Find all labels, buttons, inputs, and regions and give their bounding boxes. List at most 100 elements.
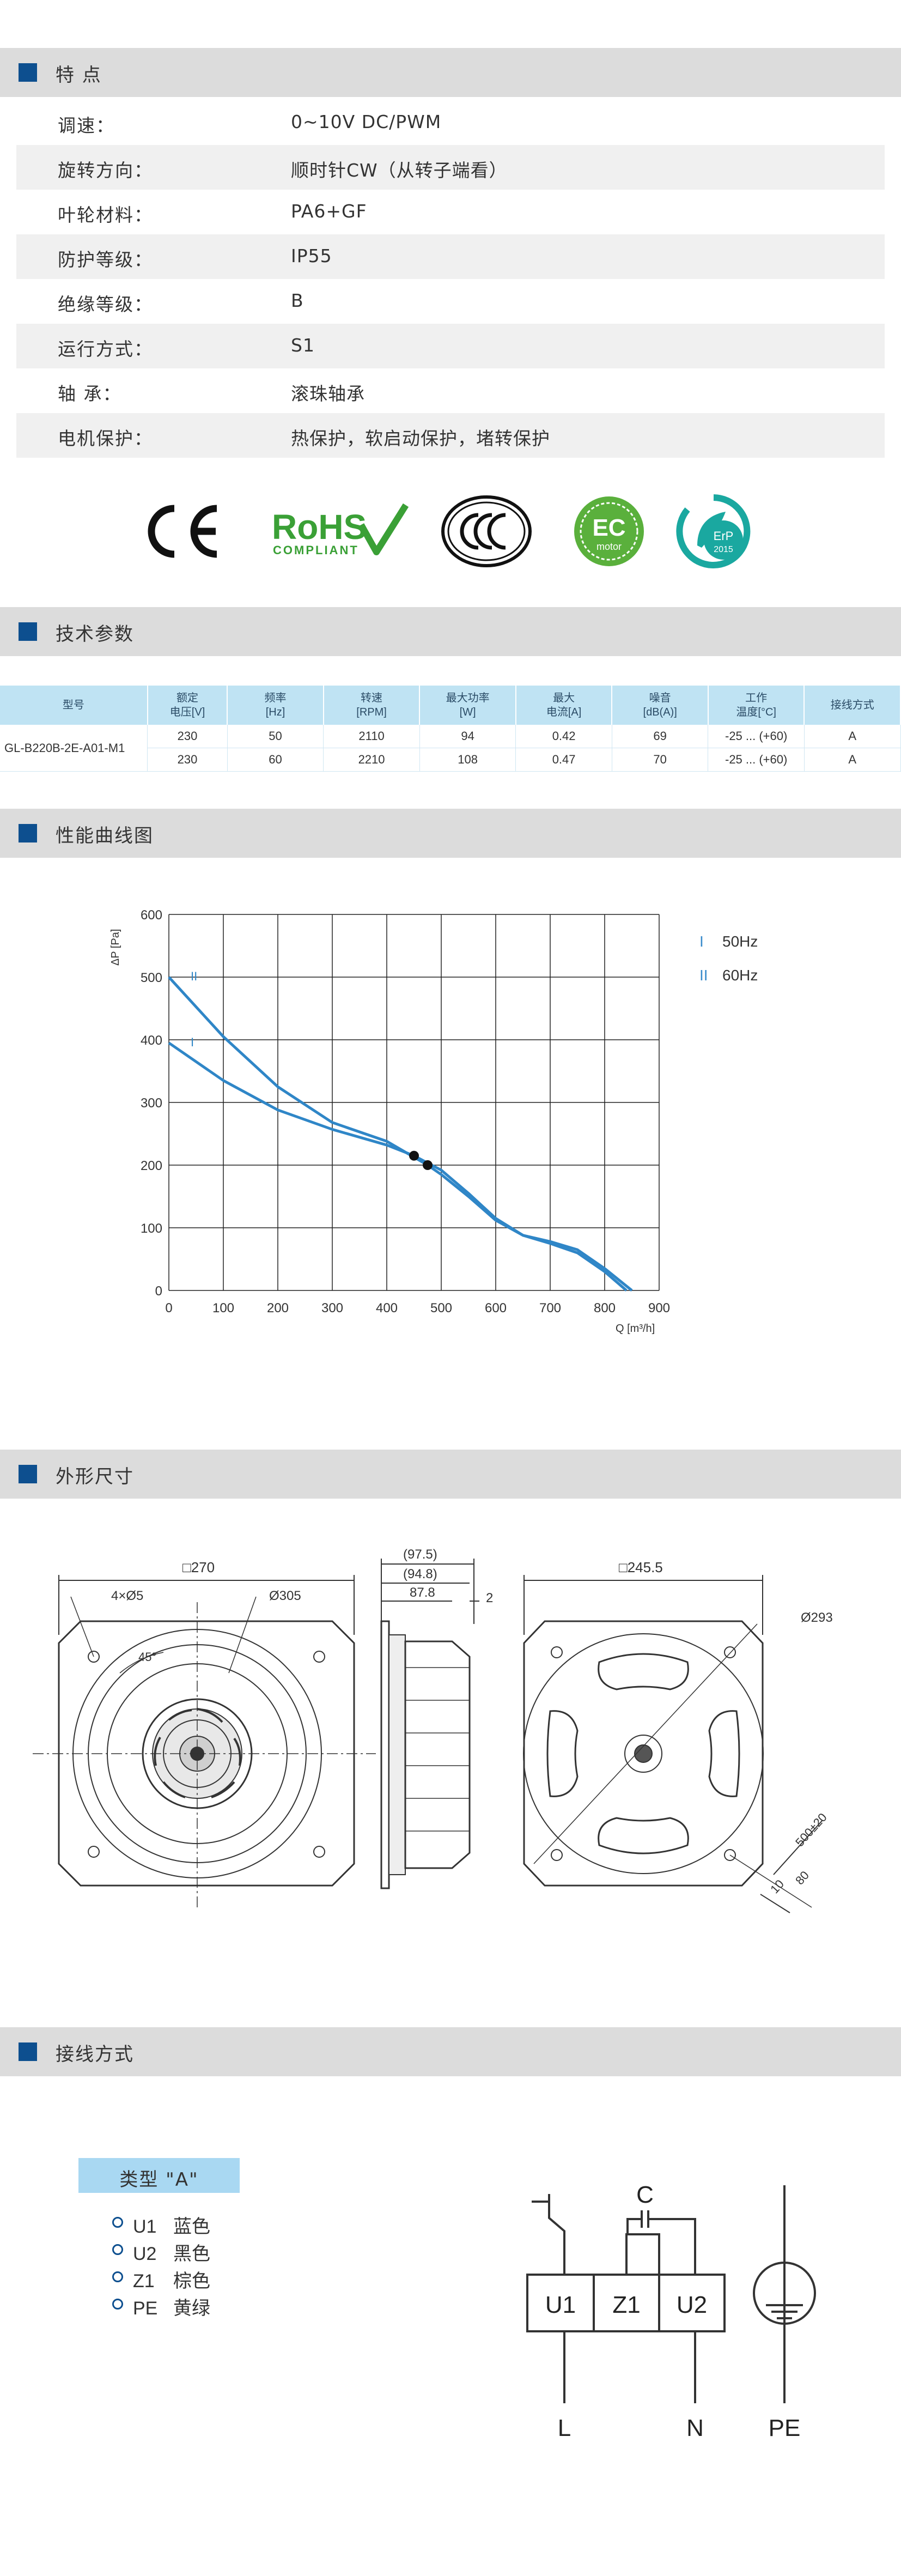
spec-header-unit: 电压[V] xyxy=(169,706,205,718)
ec-motor-logo: EC motor xyxy=(574,496,644,566)
bullet-icon xyxy=(112,2244,123,2255)
series-mark: II xyxy=(191,969,197,983)
feature-row: 电机保护： 热保护，软启动保护，堵转保护 xyxy=(16,413,885,458)
svg-text:□245.5: □245.5 xyxy=(619,1559,663,1575)
feature-label: 叶轮材料： xyxy=(58,204,153,226)
features-header: 特 点 xyxy=(0,48,901,97)
curve-title: 性能曲线图 xyxy=(56,825,154,847)
wire-color: 棕色 xyxy=(173,2271,210,2292)
feature-value: 顺时针CW（从转子端看） xyxy=(291,160,508,181)
feature-row: 绝缘等级：B xyxy=(16,279,885,324)
spec-column-header: 接线方式 xyxy=(804,686,901,725)
spec-cell: A xyxy=(804,748,901,772)
series-line-50Hz xyxy=(168,1041,628,1292)
svg-text:N: N xyxy=(686,2415,704,2441)
spec-header-line: 噪音 xyxy=(649,692,671,704)
spec-model: GL-B220B-2E-A01-M1 xyxy=(0,725,148,772)
series-line-60Hz xyxy=(168,976,633,1292)
spec-cell: 0.47 xyxy=(515,748,612,772)
x-tick-label: 0 xyxy=(165,1301,172,1316)
svg-text:L: L xyxy=(558,2415,571,2441)
operating-point xyxy=(409,1150,419,1161)
spec-header-unit: [Hz] xyxy=(265,706,285,718)
bullet-icon xyxy=(112,2299,123,2310)
wire-color: 黑色 xyxy=(173,2244,210,2264)
x-axis-label: Q [m³/h] xyxy=(616,1323,655,1335)
specs-title: 技术参数 xyxy=(56,623,134,645)
spec-column-header: 最大电流[A] xyxy=(515,686,613,725)
feature-row: 轴 承：滚珠轴承 xyxy=(16,368,885,413)
y-tick-label: 400 xyxy=(141,1033,162,1048)
spec-cell: -25 ... (+60) xyxy=(708,725,805,748)
front-view xyxy=(33,1575,376,1907)
operating-point xyxy=(423,1160,433,1170)
feature-value: S1 xyxy=(291,335,315,356)
legend-mark: II xyxy=(699,967,708,984)
svg-text:2: 2 xyxy=(486,1591,493,1605)
feature-row: 叶轮材料：PA6+GF xyxy=(16,190,885,234)
svg-text:80: 80 xyxy=(793,1868,812,1887)
feature-row: 旋转方向： 顺时针CW（从转子端看） xyxy=(16,145,885,190)
spec-header-unit: [dB(A)] xyxy=(643,706,677,718)
rohs-logo: RoHS COMPLIANT xyxy=(272,503,409,557)
dimensions-header: 外形尺寸 xyxy=(0,1450,901,1499)
feature-value: 热保护，软启动保护，堵转保护 xyxy=(291,428,550,449)
legend-mark: I xyxy=(699,933,704,950)
spec-column-header: 型号 xyxy=(0,686,148,725)
feature-label: 防护等级： xyxy=(58,249,153,270)
feature-label: 旋转方向： xyxy=(58,160,153,181)
svg-text:2015: 2015 xyxy=(714,545,733,554)
spec-cell: 230 xyxy=(147,748,228,772)
ce-logo xyxy=(148,505,217,558)
spec-header-line: 最大 xyxy=(553,692,575,704)
wiring-type-box: 类型 "A" xyxy=(78,2158,240,2193)
spec-header-line: 接线方式 xyxy=(830,699,874,711)
spec-column-header: 最大功率 [W] xyxy=(419,686,516,725)
svg-text:45°: 45° xyxy=(138,1650,156,1664)
y-axis-label: ΔP [Pa] xyxy=(109,929,121,966)
svg-text:□270: □270 xyxy=(182,1559,215,1575)
feature-row: 防护等级：IP55 xyxy=(16,234,885,279)
spec-cell: 108 xyxy=(419,748,516,772)
spec-cell: 70 xyxy=(612,748,709,772)
section-marker xyxy=(19,1465,37,1483)
spec-column-header: 噪音 [dB(A)] xyxy=(612,686,709,725)
spec-cell: 2210 xyxy=(323,748,420,772)
spec-header-unit: 温度[°C] xyxy=(736,706,776,718)
spec-header-unit: [W] xyxy=(459,706,476,718)
section-marker xyxy=(19,824,37,842)
wiring-title: 接线方式 xyxy=(56,2044,134,2065)
spec-column-header: 额定电压[V] xyxy=(147,686,228,725)
dimension-drawing: □270 4×Ø5 45° Ø305 (97.5) (94.8) 87.8 2 xyxy=(33,1547,833,1913)
side-view xyxy=(380,1559,479,1889)
spec-header-line: 最大功率 xyxy=(446,692,490,704)
spec-cell: 0.42 xyxy=(515,725,612,748)
feature-label: 轴 承： xyxy=(58,383,122,404)
spec-header-line: 额定 xyxy=(176,692,199,704)
specs-header: 技术参数 xyxy=(0,607,901,656)
svg-text:C: C xyxy=(636,2181,654,2208)
y-tick-label: 100 xyxy=(141,1221,162,1236)
x-tick-label: 300 xyxy=(321,1301,343,1316)
svg-text:Z1: Z1 xyxy=(612,2292,640,2318)
x-tick-label: 900 xyxy=(648,1301,670,1316)
rear-view xyxy=(523,1575,823,1913)
legend-entry: 50Hz xyxy=(722,933,758,950)
ccc-logo xyxy=(441,495,532,567)
feature-label: 电机保护： xyxy=(58,428,153,449)
svg-text:motor: motor xyxy=(596,541,622,552)
curve-header: 性能曲线图 xyxy=(0,809,901,858)
wire-color: 蓝色 xyxy=(173,2216,210,2237)
feature-value: 0~10V DC/PWM xyxy=(291,111,442,132)
spec-cell: 69 xyxy=(612,725,709,748)
spec-header-line: 工作 xyxy=(745,692,768,704)
y-tick-label: 0 xyxy=(155,1284,162,1299)
features-title: 特 点 xyxy=(56,64,102,86)
spec-table-header: 型号额定电压[V]频率[Hz]转速[RPM]最大功率[W]最大电流[A]噪音[d… xyxy=(0,686,901,725)
